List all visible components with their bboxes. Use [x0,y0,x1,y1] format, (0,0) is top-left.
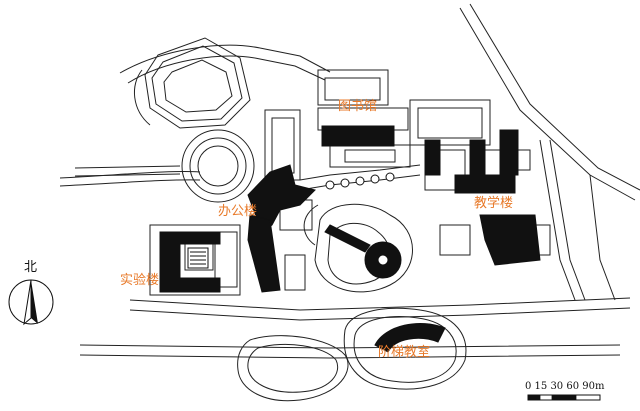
tree-3 [355,176,365,186]
garden-path [303,204,319,246]
laboratory-label: 实验楼 [120,273,160,288]
tree-2 [340,178,350,188]
road-north-2 [254,57,326,81]
lab-east [214,231,238,288]
road-far-south-2 [79,354,621,359]
road-north [259,47,331,73]
roundabout-mid [189,137,247,195]
teaching-north-inner [417,107,483,139]
lecture-hall-building [374,322,446,353]
stadium-inner [151,45,243,122]
library-label: 图书馆 [338,99,378,114]
walkway-2 [299,174,421,191]
teaching-bar [454,174,516,194]
library-block-north-inner [324,77,381,101]
road-far-south [79,344,621,349]
tree-5 [385,172,395,182]
road-south [129,297,631,311]
teaching-wing-1 [424,139,441,176]
lake-edge [247,343,339,393]
lake [237,335,349,402]
road-north-curve [119,44,261,74]
lab-frame [149,224,241,296]
north-arrow-icon [8,279,54,326]
tree-4 [370,174,380,184]
office-wing-inner [271,117,295,174]
scale-text: 0 15 30 60 90m [525,381,605,392]
roundabout-outer [181,129,255,203]
road-far-east [589,174,616,301]
north-label: 北 [24,260,38,275]
roundabout-inner [197,145,239,187]
walkway [299,164,421,181]
central-garden [314,203,413,293]
library-building [321,125,395,147]
road-east-vert [539,139,576,301]
tree-1 [325,180,335,190]
library-south-inner [344,149,396,163]
teaching-label: 教学楼 [474,196,514,211]
road-west-4 [74,173,181,177]
teaching-south-block [439,224,471,256]
lab-stair [187,247,209,269]
scale-bar [527,394,601,401]
stadium-track [133,69,151,126]
road-east-vert-2 [549,139,586,301]
teaching-south-wing [479,214,541,266]
road-west-3 [74,165,181,169]
library-block-north [317,69,389,106]
auditorium-center [377,254,389,266]
road-east-diagonal-2 [469,3,640,191]
stadium-field [163,59,233,113]
road-east-diagonal [459,7,636,201]
road-west [59,171,201,179]
lab-north-wing [179,231,221,245]
library-south-hall [329,144,411,168]
lecture-hall-site-inner [353,316,457,383]
road-north-curve-2 [127,55,256,84]
stadium-outer [144,37,251,129]
road-west-2 [59,179,201,187]
lecture-hall-label: 阶梯教室 [378,345,431,360]
lab-west-wing [159,231,181,293]
office-building-body [247,214,281,293]
teaching-wing-2 [469,139,486,176]
lecture-hall-site [343,307,467,390]
auditorium-connector [324,224,371,253]
office-south [284,254,306,291]
teaching-north [409,99,491,146]
lab-south-wing [179,277,221,293]
teaching-wing-3 [499,129,519,176]
office-label: 办公楼 [218,204,258,219]
